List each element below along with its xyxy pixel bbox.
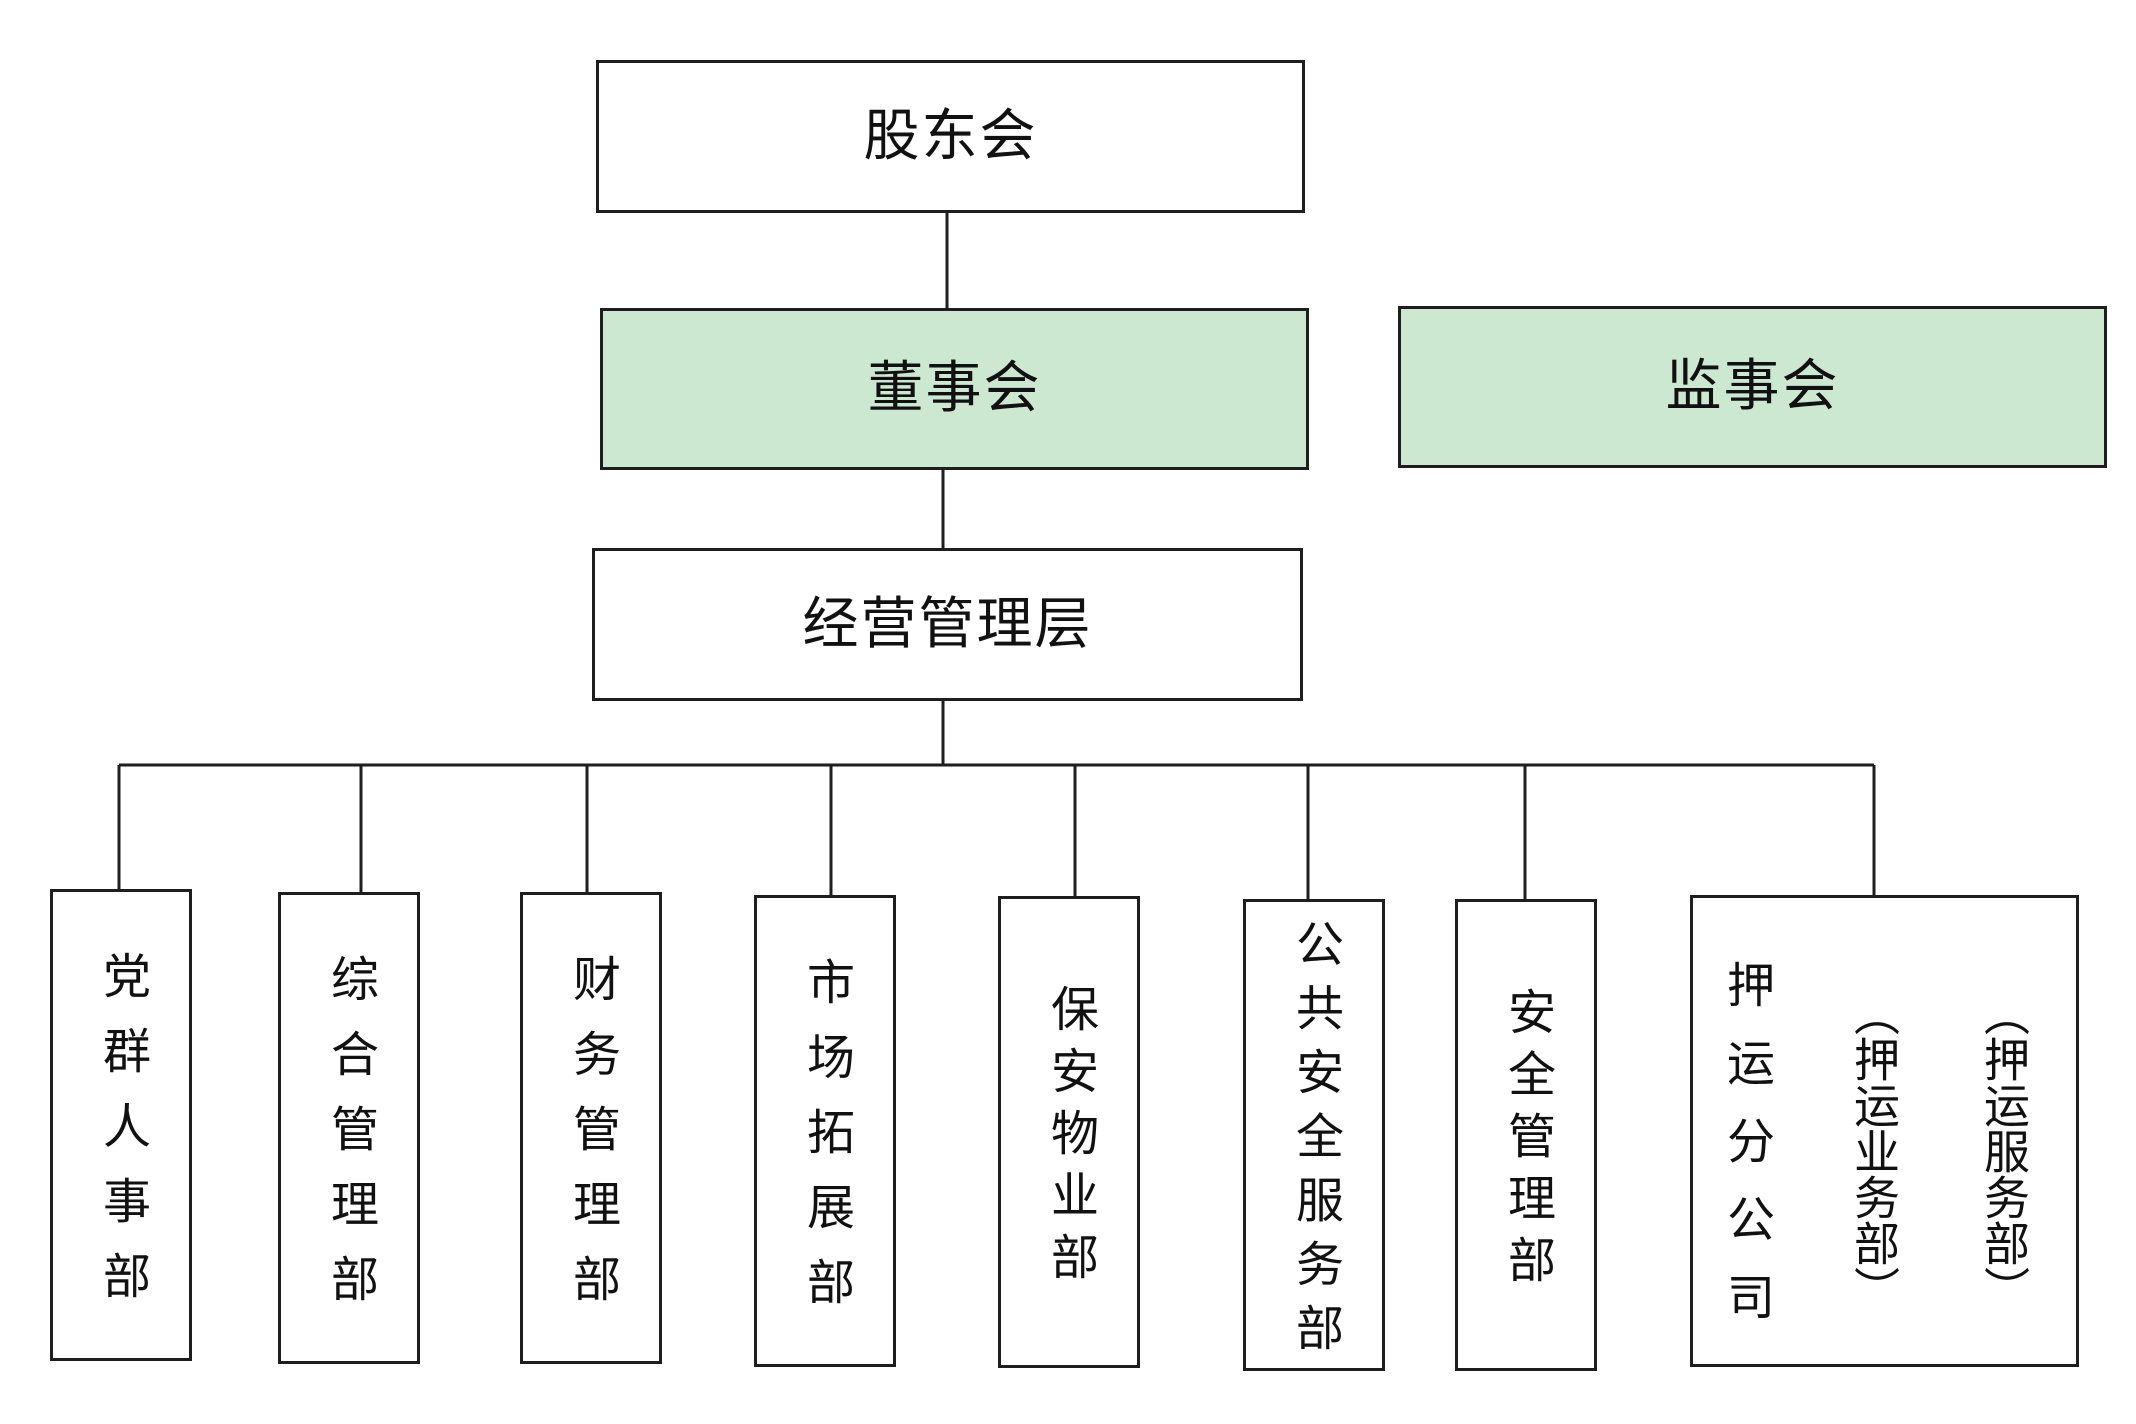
department-label: 市场拓展部 bbox=[799, 957, 852, 1332]
department-label: 公共安全服务部 bbox=[1288, 919, 1341, 1367]
department-node-3: 财务管理部 bbox=[520, 892, 662, 1364]
branch-sub-unit-2: （押运服务部） bbox=[1978, 990, 2029, 1312]
department-node-4: 市场拓展部 bbox=[754, 895, 896, 1367]
board-label: 董事会 bbox=[867, 358, 1042, 420]
department-node-6: 公共安全服务部 bbox=[1243, 899, 1385, 1371]
department-node-5: 保安物业部 bbox=[998, 896, 1140, 1368]
department-label: 综合管理部 bbox=[323, 954, 376, 1329]
branch-name: 押运分公司 bbox=[1719, 960, 1772, 1350]
department-label: 安全管理部 bbox=[1500, 987, 1553, 1297]
board-node: 董事会 bbox=[600, 308, 1309, 470]
management-node: 经营管理层 bbox=[592, 548, 1303, 701]
shareholders-label: 股东会 bbox=[863, 105, 1038, 168]
department-node-1: 党群人事部 bbox=[50, 889, 192, 1361]
supervisors-node: 监事会 bbox=[1398, 306, 2107, 468]
branch-sub-unit-1: （押运业务部） bbox=[1848, 990, 1899, 1312]
department-label: 财务管理部 bbox=[565, 954, 618, 1329]
branch-node: 押运分公司 （押运业务部） （押运服务部） bbox=[1690, 895, 2079, 1367]
department-label: 保安物业部 bbox=[1043, 984, 1096, 1294]
department-node-2: 综合管理部 bbox=[278, 892, 420, 1364]
department-label: 党群人事部 bbox=[95, 951, 148, 1326]
department-node-7: 安全管理部 bbox=[1455, 899, 1597, 1371]
shareholders-node: 股东会 bbox=[596, 60, 1305, 213]
supervisors-label: 监事会 bbox=[1665, 356, 1840, 418]
management-label: 经营管理层 bbox=[802, 593, 1093, 656]
